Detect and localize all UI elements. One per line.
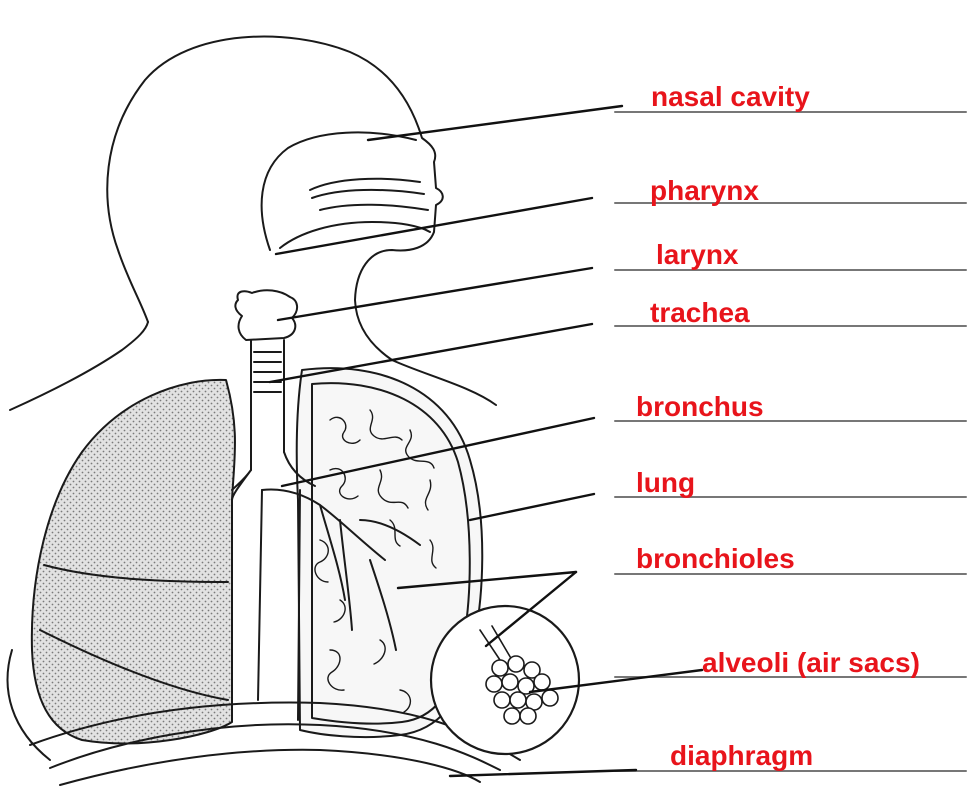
label-diaphragm: diaphragm (670, 741, 813, 771)
shoulder-left-outline (10, 322, 148, 410)
leader-diaphragm (450, 770, 636, 776)
label-trachea: trachea (650, 298, 750, 328)
trachea-outline (251, 340, 284, 470)
label-bronchus: bronchus (636, 392, 764, 422)
label-alveoli: alveoli (air sacs) (702, 648, 920, 678)
head-outline (107, 37, 496, 405)
label-bronchioles: bronchioles (636, 544, 795, 574)
leader-pharynx (276, 198, 592, 254)
label-pharynx: pharynx (650, 176, 759, 206)
leader-larynx (278, 268, 592, 320)
larynx-shape (235, 290, 297, 340)
leader-lung (470, 494, 594, 520)
label-nasal-cavity: nasal cavity (651, 82, 810, 112)
leader-trachea (270, 324, 592, 382)
leader-nasal-cavity (368, 106, 622, 140)
left-lung (32, 380, 235, 744)
label-lung: lung (636, 468, 695, 498)
label-larynx: larynx (656, 240, 739, 270)
